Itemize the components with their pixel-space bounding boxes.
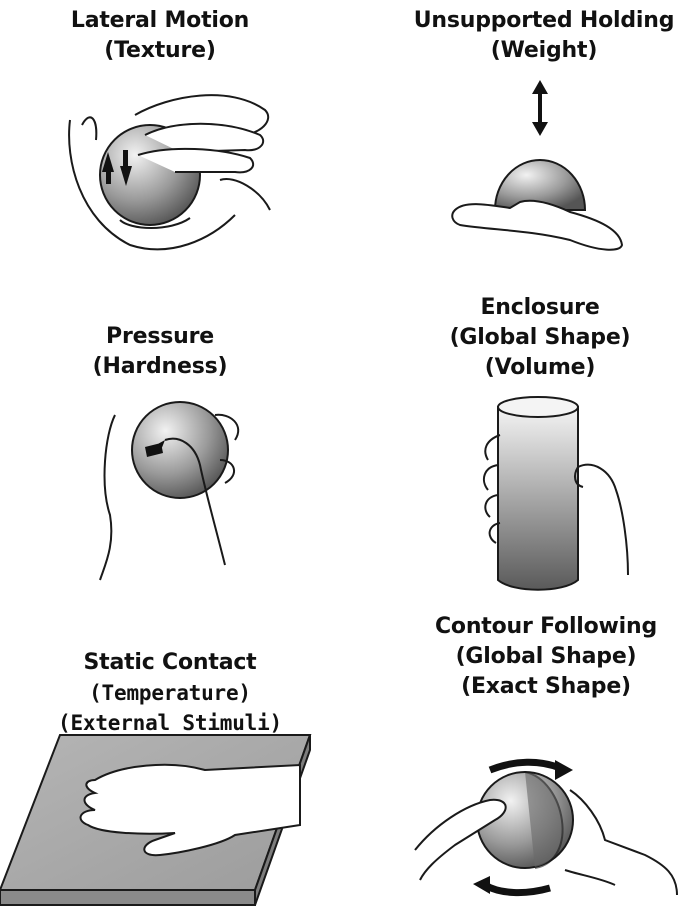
caption-line: (Volume) [420, 353, 660, 383]
rotate-arrow-top-icon [555, 760, 573, 780]
caption-line: Enclosure [420, 293, 660, 323]
caption-line: (Weight) [410, 36, 678, 66]
caption-line: Pressure [50, 322, 270, 352]
up-down-arrow-icon [532, 80, 548, 136]
caption-line: (Global Shape) [420, 642, 672, 672]
lateral-motion-caption: Lateral Motion (Texture) [40, 6, 280, 66]
contour-following-caption: Contour Following (Global Shape) (Exact … [420, 612, 672, 702]
hand-resting-on-slab-icon [0, 725, 320, 909]
hand-rubbing-sphere-icon [60, 80, 280, 260]
caption-line: (Temperature) [20, 678, 320, 708]
caption-line: (Texture) [40, 36, 280, 66]
caption-line: (Hardness) [50, 352, 270, 382]
caption-line: Lateral Motion [40, 6, 280, 36]
caption-line: (Global Shape) [420, 323, 660, 353]
enclosure-caption: Enclosure (Global Shape) (Volume) [420, 293, 660, 383]
caption-line: (Exact Shape) [420, 672, 672, 702]
thumb-pressing-sphere-icon [95, 395, 255, 580]
hand-enclosing-cylinder-icon [478, 395, 628, 595]
pressure-caption: Pressure (Hardness) [50, 322, 270, 382]
caption-line: Unsupported Holding [410, 6, 678, 36]
unsupported-holding-caption: Unsupported Holding (Weight) [410, 6, 678, 66]
hand-holding-hemisphere-icon [450, 80, 630, 260]
rotate-arrow-bottom-icon [473, 876, 490, 894]
caption-line: Contour Following [420, 612, 672, 642]
hands-tracing-sphere-icon [415, 760, 678, 900]
caption-line: Static Contact [20, 648, 320, 678]
